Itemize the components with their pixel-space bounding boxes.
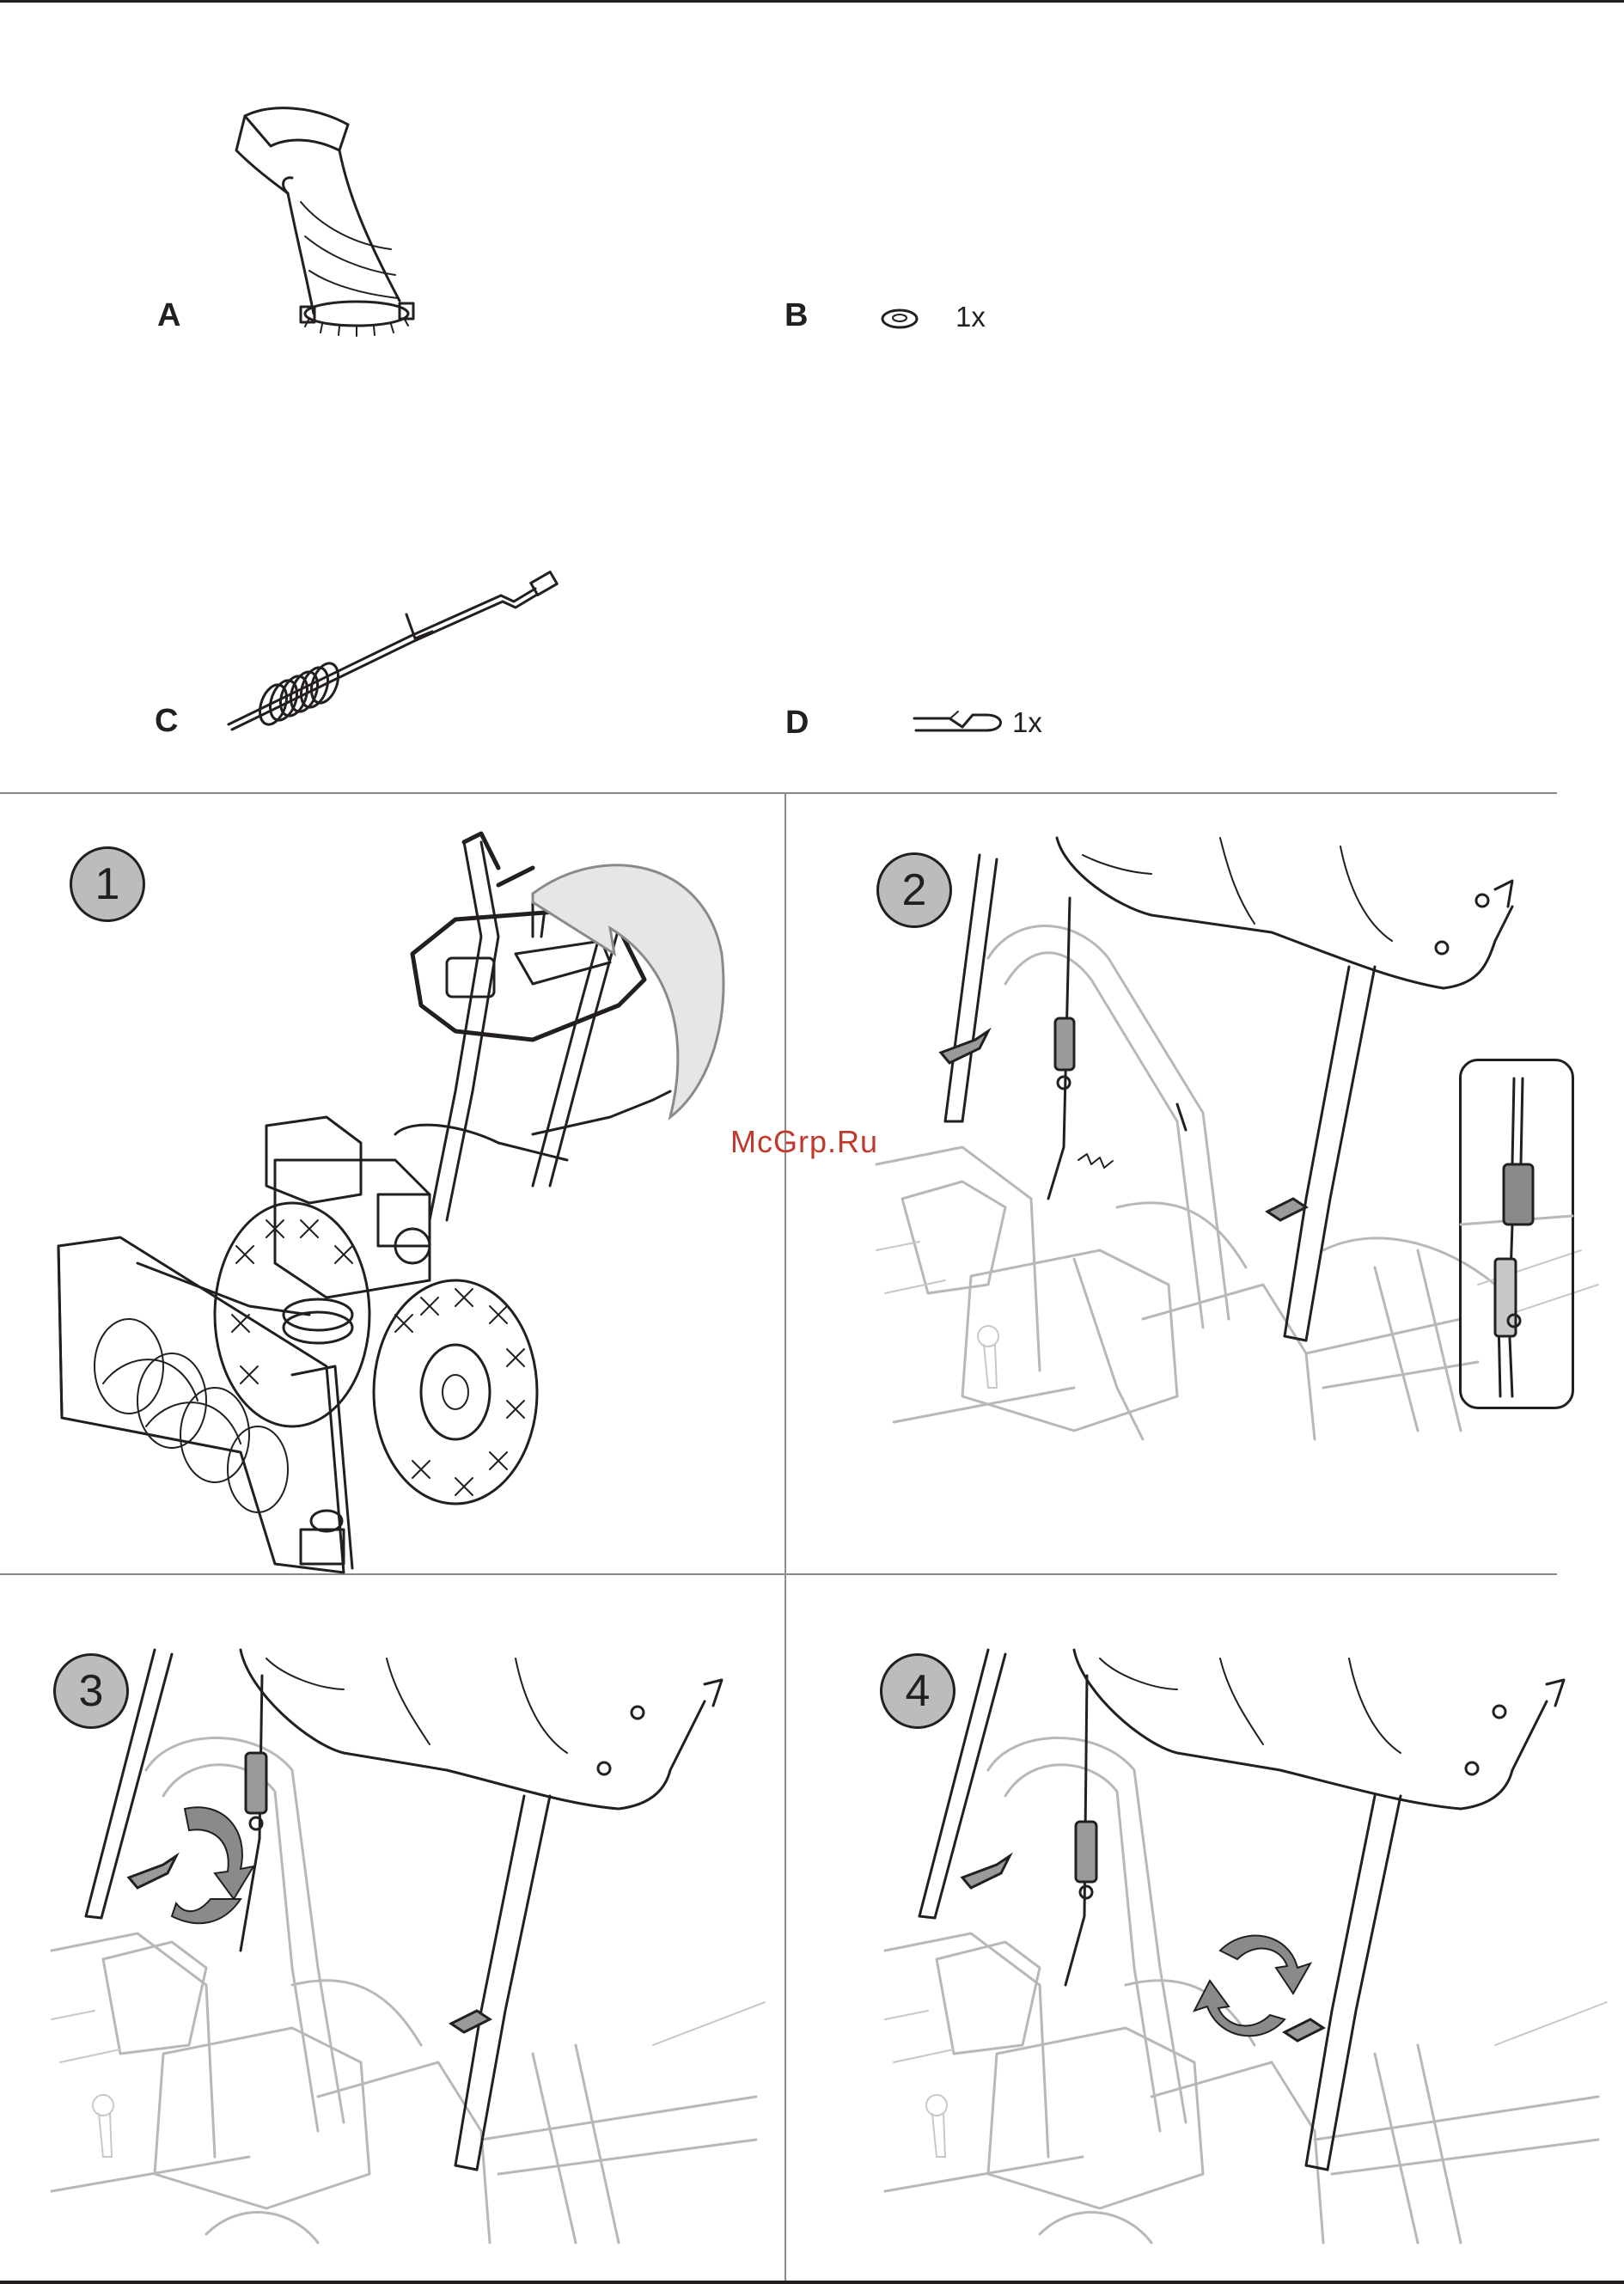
part-d-label: D [785,705,809,742]
part-b-label: B [785,297,808,334]
page-top-border [0,0,1624,3]
steps-top-divider [0,792,1557,794]
part-b-quantity: 1x [955,301,986,333]
part-d-quantity: 1x [1012,706,1042,739]
washer-icon [881,306,924,332]
steps-column-divider [785,794,786,2281]
snow-blower-illustration [52,834,739,1573]
steps-middle-divider [0,1573,1557,1575]
bolt-tighten-illustration [859,1641,1615,2277]
page-bottom-border [0,2281,1624,2284]
cable-sleeve-closeup-icon [1461,1061,1572,1405]
hairpin-clip-icon [911,706,1005,736]
watermark-text: McGrp.Ru [730,1124,878,1160]
lever-rotation-illustration [34,1641,773,2277]
chute-crank-rod-icon [222,563,574,735]
part-a-label: A [157,297,180,334]
part-c-label: C [155,703,178,740]
chute-icon [219,99,451,357]
